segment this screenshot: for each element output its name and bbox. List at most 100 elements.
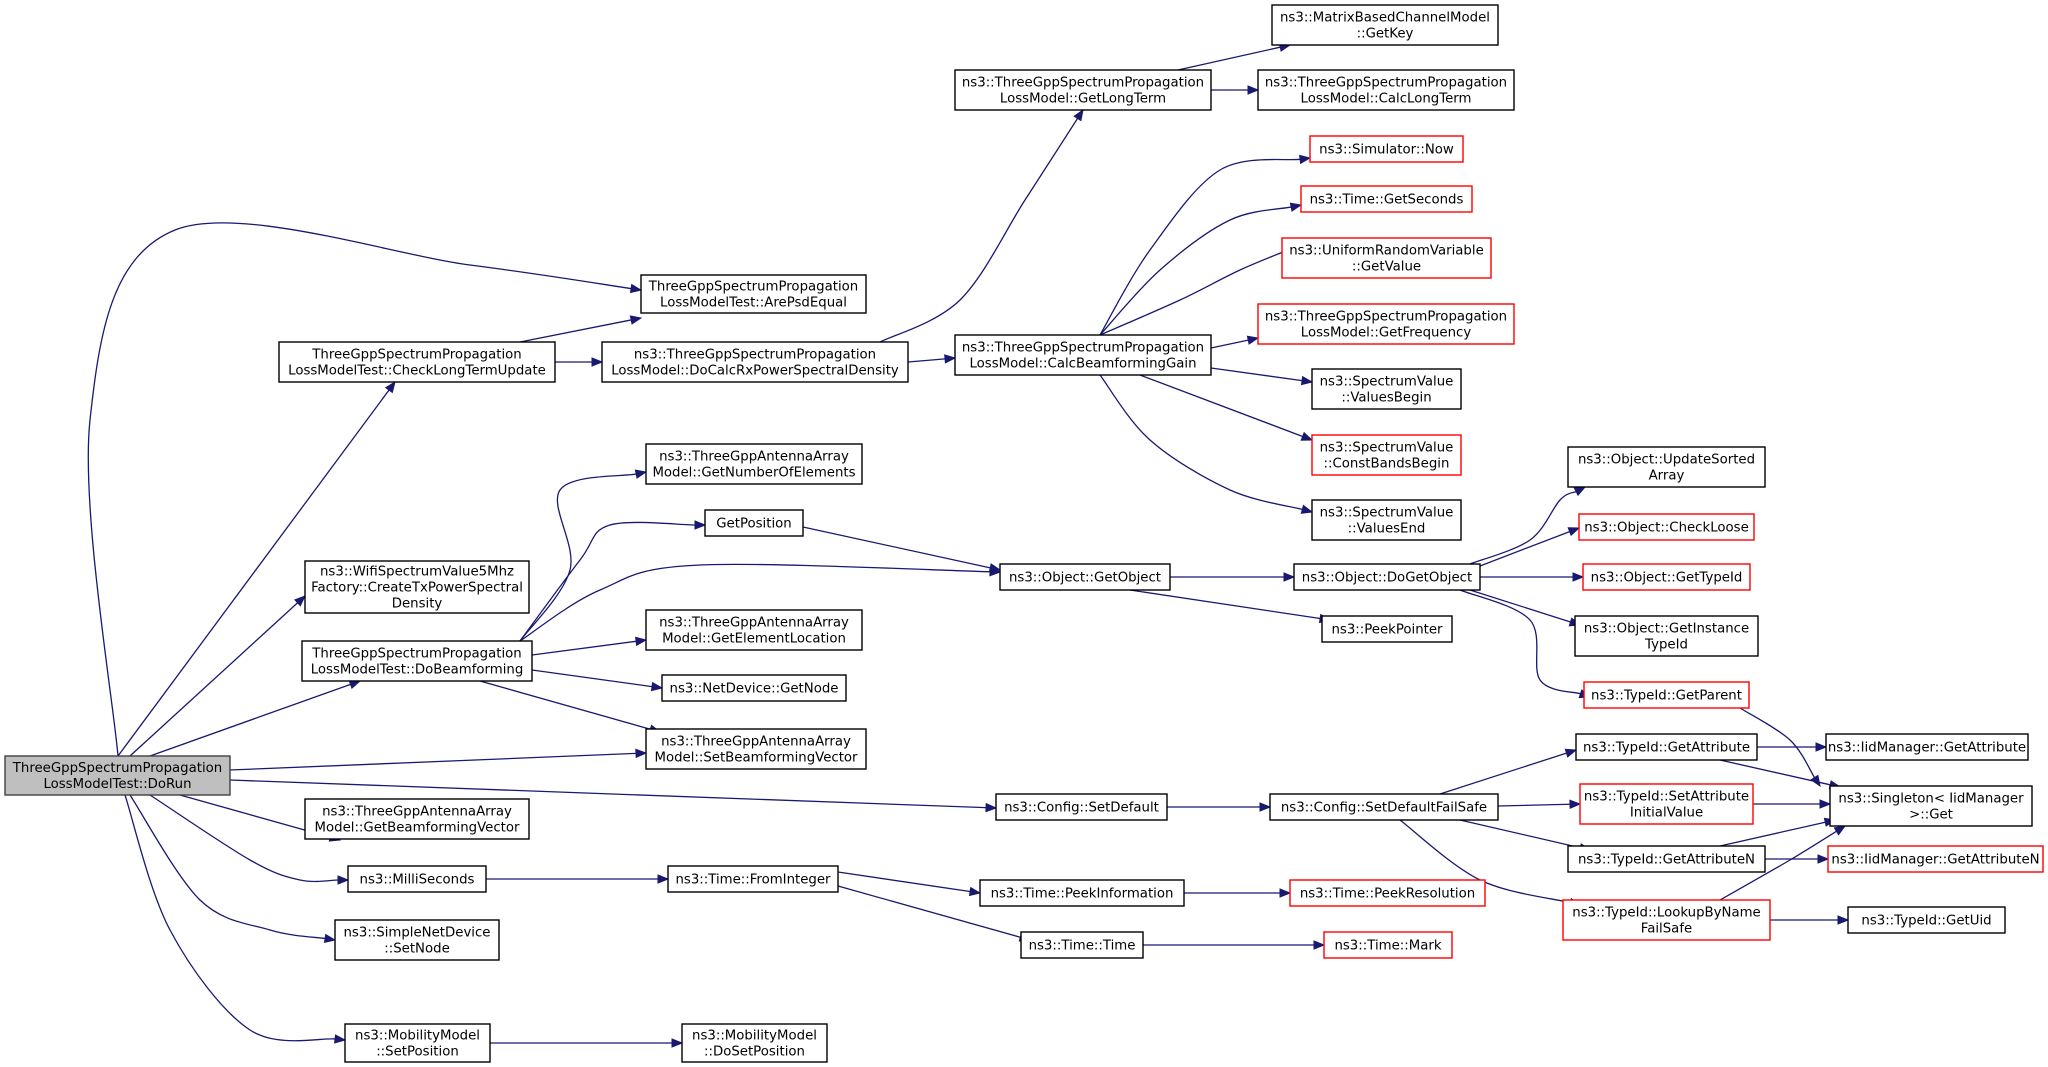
node-iidgetattrn[interactable]: ns3::IidManager::GetAttributeN: [1827, 845, 2044, 873]
node-box: [954, 334, 1212, 376]
edge-dobeamforming-to-getelemloc: [531, 636, 648, 656]
node-getbfvector[interactable]: ns3::ThreeGppAntennaArrayModel::GetBeamf…: [304, 798, 530, 840]
node-svend[interactable]: ns3::SpectrumValue::ValuesEnd: [1311, 499, 1462, 541]
node-timetime[interactable]: ns3::Time::Time: [1020, 931, 1144, 959]
node-getkey[interactable]: ns3::MatrixBasedChannelModel::GetKey: [1271, 4, 1499, 46]
edge-line: [1210, 339, 1249, 349]
node-box: [999, 563, 1171, 591]
node-mmsetpos[interactable]: ns3::MobilityModel::SetPosition: [344, 1023, 491, 1063]
node-label-line: LossModelTest::CheckLongTermUpdate: [288, 364, 546, 379]
arrowhead: [337, 875, 350, 885]
node-label-line: ns3::Singleton< IidManager: [1838, 792, 2024, 807]
node-configsetdefault[interactable]: ns3::Config::SetDefault: [995, 793, 1168, 821]
node-peekres[interactable]: ns3::Time::PeekResolution: [1289, 879, 1486, 907]
node-simnow[interactable]: ns3::Simulator::Now: [1309, 135, 1464, 163]
node-getseconds[interactable]: ns3::Time::GetSeconds: [1300, 185, 1473, 213]
node-tidgetattrn[interactable]: ns3::TypeId::GetAttributeN: [1567, 845, 1766, 873]
node-snsetnode[interactable]: ns3::SimpleNetDevice::SetNode: [334, 919, 500, 961]
node-box: [1567, 446, 1766, 488]
edge-line: [1099, 158, 1301, 336]
node-getelemloc[interactable]: ns3::ThreeGppAntennaArrayModel::GetEleme…: [645, 609, 863, 651]
edge-line: [907, 358, 946, 363]
edge-calcbf-to-getfreq: [1210, 335, 1260, 349]
arrowhead: [1299, 154, 1312, 165]
node-svbegin[interactable]: ns3::SpectrumValue::ValuesBegin: [1311, 368, 1462, 410]
node-svconstbands[interactable]: ns3::SpectrumValue::ConstBandsBegin: [1311, 434, 1462, 476]
node-checklt[interactable]: ThreeGppSpectrumPropagationLossModelTest…: [278, 341, 556, 383]
node-getfreq[interactable]: ns3::ThreeGppSpectrumPropagationLossMode…: [1257, 303, 1515, 345]
node-arepsd[interactable]: ThreeGppSpectrumPropagationLossModelTest…: [640, 274, 867, 314]
node-dobeamforming[interactable]: ThreeGppSpectrumPropagationLossModelTest…: [301, 640, 533, 682]
node-label-line: ns3::SpectrumValue: [1320, 506, 1454, 521]
node-millis[interactable]: ns3::MilliSeconds: [347, 865, 487, 893]
node-label-line: LossModel::GetFrequency: [1301, 326, 1472, 341]
node-wifispectrum[interactable]: ns3::WifiSpectrumValue5MhzFactory::Creat…: [304, 560, 530, 614]
node-singletonget[interactable]: ns3::Singleton< IidManager>::Get: [1829, 785, 2033, 827]
arrowhead: [1313, 940, 1326, 950]
edge-fromint-to-peekinfo: [837, 871, 982, 897]
node-tidgetattr[interactable]: ns3::TypeId::GetAttribute: [1575, 733, 1758, 761]
node-label-line: Array: [1649, 469, 1685, 484]
node-iidgetattr[interactable]: ns3::IidManager::GetAttribute: [1825, 733, 2029, 761]
node-label-line: LossModel::GetLongTerm: [1000, 92, 1166, 107]
node-fromint[interactable]: ns3::Time::FromInteger: [667, 865, 839, 893]
node-label-line: ns3::ThreeGppSpectrumPropagation: [634, 348, 876, 363]
node-dogetobject[interactable]: ns3::Object::DoGetObject: [1293, 563, 1481, 591]
node-box: [1293, 563, 1481, 591]
edge-docalcrx-to-getlongterm: [879, 108, 1084, 343]
node-setdefaultfailsafe[interactable]: ns3::Config::SetDefaultFailSafe: [1269, 793, 1499, 821]
node-box: [1583, 681, 1750, 709]
edge-line: [479, 680, 651, 730]
node-box: [1578, 513, 1755, 541]
node-getobject[interactable]: ns3::Object::GetObject: [999, 563, 1171, 591]
node-label-line: Factory::CreateTxPowerSpectral: [311, 581, 523, 596]
node-label-line: ns3::IidManager::GetAttribute: [1828, 741, 2026, 756]
node-box: [645, 443, 863, 485]
node-netdevgetnode[interactable]: ns3::NetDevice::GetNode: [661, 674, 847, 702]
edge-peekinfo-to-peekres: [1184, 888, 1292, 898]
node-dorun[interactable]: ThreeGppSpectrumPropagationLossModelTest…: [4, 755, 231, 796]
node-tidgetuid[interactable]: ns3::TypeId::GetUid: [1847, 906, 2006, 934]
edge-typeidgetparent-to-singletonget: [1739, 707, 1821, 788]
arrowhead: [334, 1034, 347, 1044]
edge-dorun-to-dobeamforming: [149, 680, 362, 757]
node-label-line: ::GetKey: [1357, 27, 1414, 42]
node-mmdosetpos[interactable]: ns3::MobilityModel::DoSetPosition: [681, 1023, 828, 1063]
node-getnumel[interactable]: ns3::ThreeGppAntennaArrayModel::GetNumbe…: [645, 443, 863, 485]
node-label-line: ::SetNode: [384, 942, 450, 957]
node-objgettypeid[interactable]: ns3::Object::GetTypeId: [1582, 563, 1751, 591]
edge-line: [1129, 589, 1321, 620]
node-timemark[interactable]: ns3::Time::Mark: [1323, 931, 1453, 959]
node-calcbf[interactable]: ns3::ThreeGppSpectrumPropagationLossMode…: [954, 334, 1212, 376]
node-peekinfo[interactable]: ns3::Time::PeekInformation: [979, 879, 1185, 907]
node-label-line: ns3::NetDevice::GetNode: [670, 682, 839, 697]
node-box: [1579, 783, 1754, 825]
edge-line: [1739, 707, 1816, 778]
arrowhead: [1815, 742, 1828, 752]
node-setbfvector[interactable]: ns3::ThreeGppAntennaArrayModel::SetBeamf…: [645, 728, 867, 770]
edge-dogetobject-to-objgettypeid: [1480, 572, 1585, 582]
node-getposition[interactable]: GetPosition: [704, 509, 804, 537]
node-label-line: ns3::ThreeGppSpectrumPropagation: [1265, 310, 1507, 325]
edge-setdefaultfailsafe-to-tidgetattr: [1439, 748, 1578, 795]
node-label-line: FailSafe: [1641, 922, 1692, 937]
node-typeidgetparent[interactable]: ns3::TypeId::GetParent: [1583, 681, 1750, 709]
edge-millis-to-fromint: [486, 874, 670, 884]
node-docalcrx[interactable]: ns3::ThreeGppSpectrumPropagationLossMode…: [601, 341, 909, 383]
edge-getobject-to-dogetobject: [1170, 572, 1296, 582]
arrowhead: [629, 315, 643, 325]
node-label-line: ns3::SpectrumValue: [1320, 375, 1454, 390]
node-calclongterm[interactable]: ns3::ThreeGppSpectrumPropagationLossMode…: [1257, 69, 1515, 111]
node-label-line: ::GetValue: [1352, 260, 1421, 275]
node-label-line: ns3::ThreeGppAntennaArray: [661, 735, 851, 750]
node-urvget[interactable]: ns3::UniformRandomVariable::GetValue: [1281, 237, 1492, 279]
node-box: [979, 879, 1185, 907]
node-getlongterm[interactable]: ns3::ThreeGppSpectrumPropagationLossMode…: [954, 69, 1212, 111]
node-peekpointer[interactable]: ns3::PeekPointer: [1321, 615, 1453, 643]
node-checkloose[interactable]: ns3::Object::CheckLoose: [1578, 513, 1755, 541]
node-label-line: ThreeGppSpectrumPropagation: [12, 761, 222, 776]
